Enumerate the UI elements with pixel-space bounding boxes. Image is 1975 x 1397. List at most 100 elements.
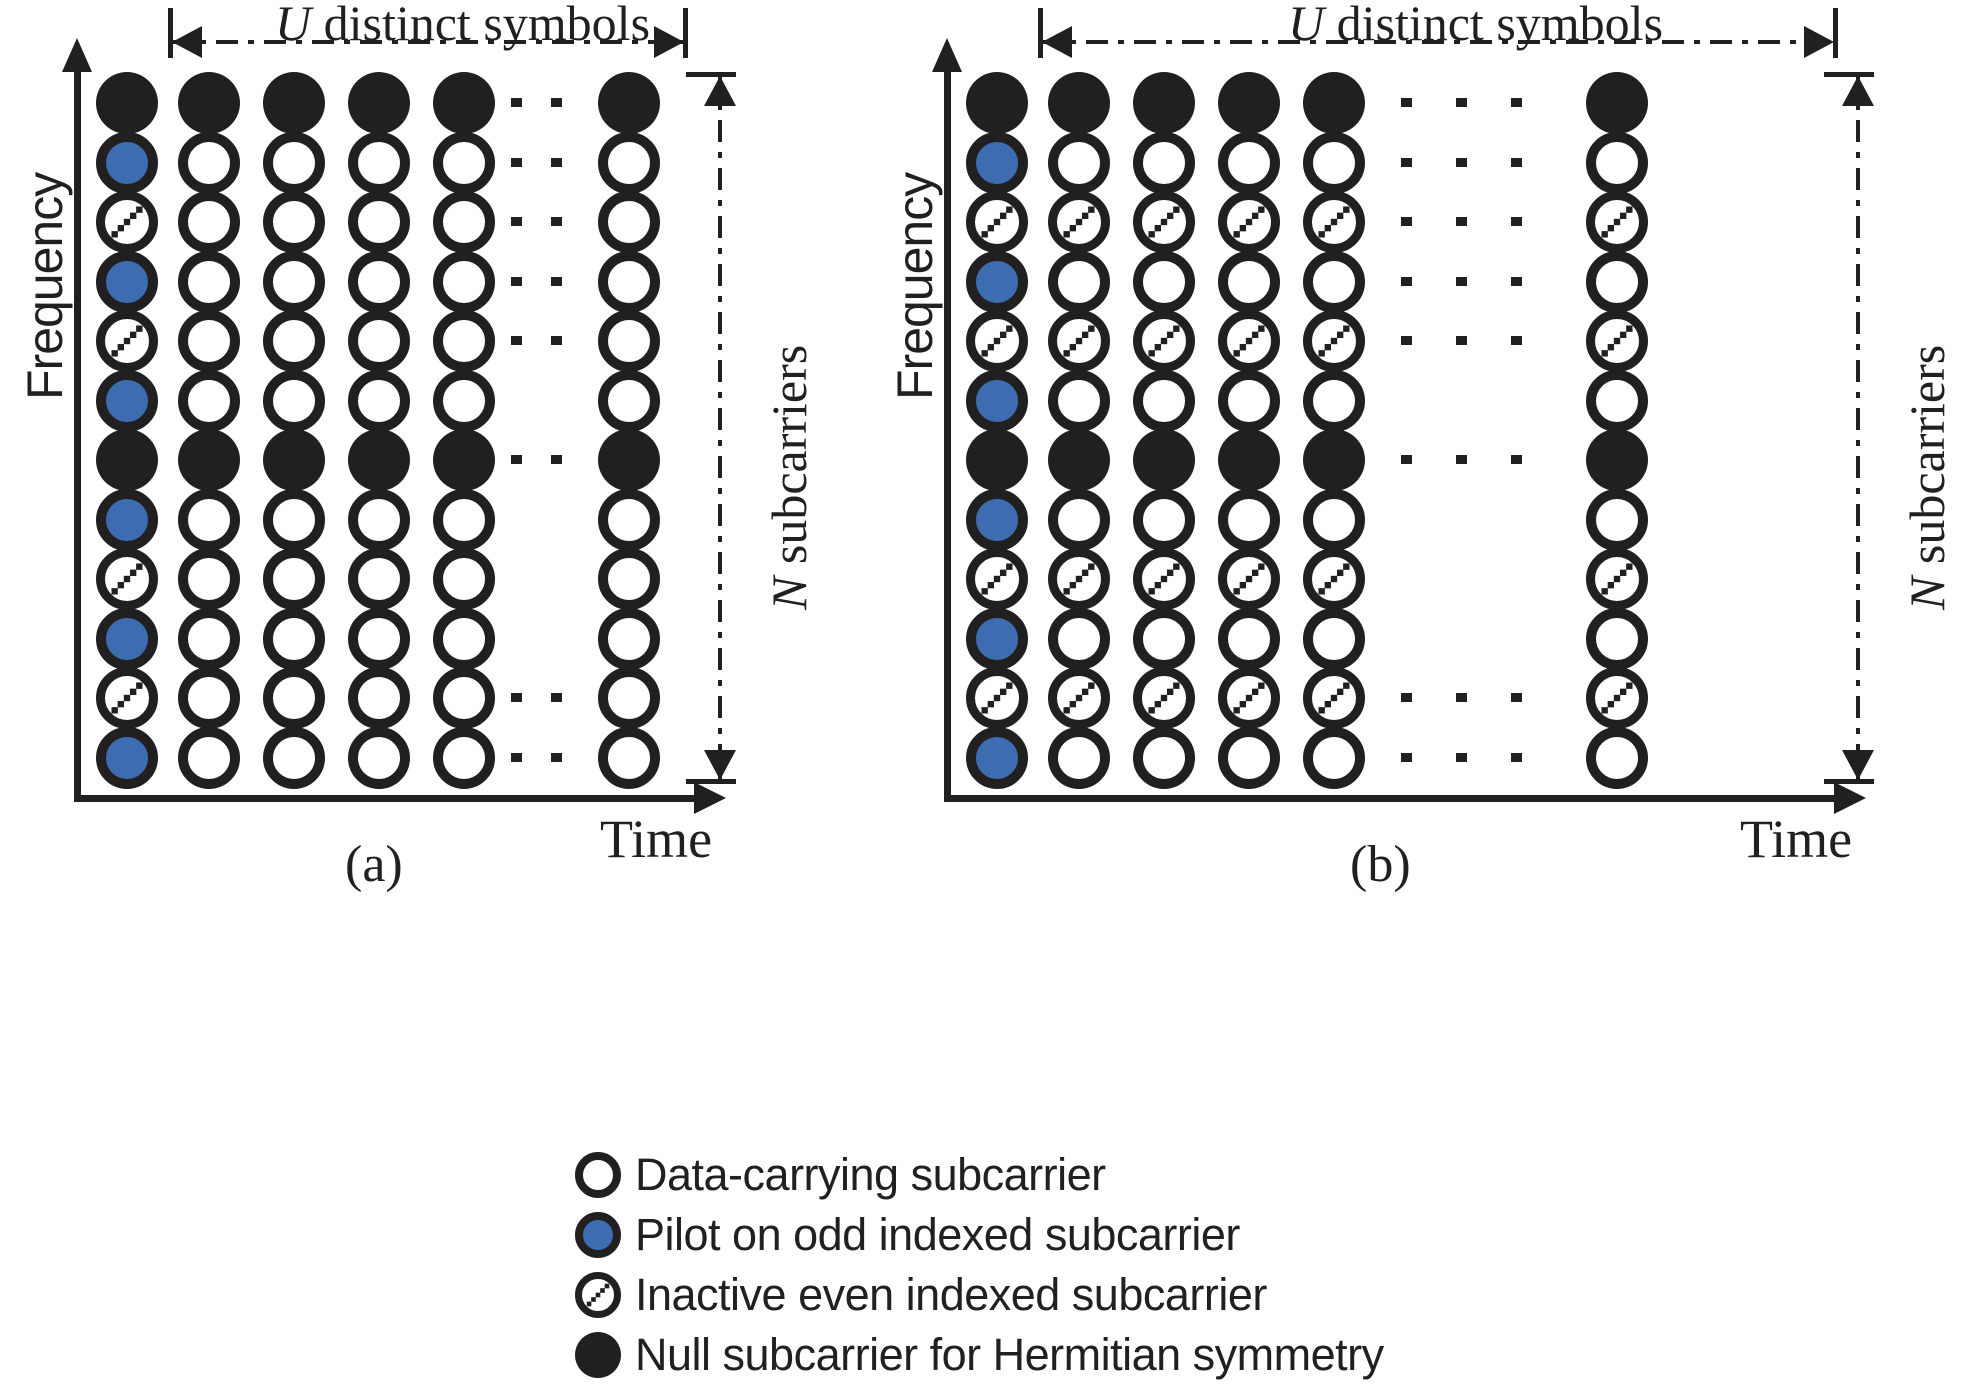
frequency-axis-a — [62, 38, 92, 800]
subcarrier-cell-data — [1133, 132, 1195, 194]
null-subcarrier-icon — [966, 429, 1028, 491]
inactive-subcarrier-icon — [966, 548, 1028, 610]
subcarrier-cell-data — [598, 667, 660, 729]
subcarrier-cell-null — [178, 429, 240, 491]
legend-item: Pilot on odd indexed subcarrier — [575, 1205, 1675, 1265]
inactive-subcarrier-icon — [1586, 191, 1648, 253]
data-subcarrier-icon — [598, 251, 660, 313]
legend-symbol-wrap — [575, 1212, 621, 1258]
subcarrier-cell-pilot — [966, 370, 1028, 432]
inactive-subcarrier-icon — [966, 667, 1028, 729]
data-subcarrier-icon — [1218, 727, 1280, 789]
subcarrier-cell-data — [263, 667, 325, 729]
measure-arrow-top — [704, 76, 736, 106]
u-symbols-measure-b — [1038, 8, 1838, 62]
subcarrier-cell-inactive — [1303, 548, 1365, 610]
subcarrier-cell-data — [1133, 251, 1195, 313]
legend-label: Null subcarrier for Hermitian symmetry — [635, 1329, 1384, 1380]
inactive-subcarrier-icon — [1303, 191, 1365, 253]
subcarrier-cell-inactive — [1048, 548, 1110, 610]
subcarrier-cell-data — [1218, 489, 1280, 551]
inactive-subcarrier-icon — [96, 310, 158, 372]
measure-arrow-left — [1042, 26, 1072, 58]
data-subcarrier-icon — [178, 667, 240, 729]
subcarrier-cell-inactive — [96, 548, 158, 610]
ellipsis-dot — [1456, 277, 1467, 286]
inactive-subcarrier-icon — [1586, 310, 1648, 372]
null-subcarrier-icon — [433, 429, 495, 491]
subcarrier-cell-inactive — [966, 667, 1028, 729]
data-subcarrier-icon — [348, 310, 410, 372]
pilot-subcarrier-icon — [966, 370, 1028, 432]
null-subcarrier-icon — [1303, 72, 1365, 134]
measure-cap-left — [168, 8, 173, 58]
data-subcarrier-icon — [598, 191, 660, 253]
subcarrier-cell-null — [598, 429, 660, 491]
inactive-subcarrier-icon — [1133, 667, 1195, 729]
legend-symbol-wrap — [575, 1152, 621, 1198]
measure-cap-bottom — [1824, 779, 1874, 784]
null-subcarrier-icon — [1133, 429, 1195, 491]
subcarrier-cell-null — [1218, 72, 1280, 134]
subcarrier-cell-data — [1586, 251, 1648, 313]
subcarrier-cell-data — [348, 191, 410, 253]
u-symbols-label-b: U distinct symbols — [1288, 0, 1663, 52]
data-subcarrier-icon — [598, 727, 660, 789]
data-subcarrier-icon — [178, 608, 240, 670]
data-subcarrier-icon — [1133, 727, 1195, 789]
pilot-subcarrier-icon — [96, 489, 158, 551]
ellipsis-dot — [551, 98, 562, 107]
pilot-subcarrier-icon — [966, 132, 1028, 194]
subcarrier-cell-data — [178, 489, 240, 551]
data-subcarrier-icon — [178, 251, 240, 313]
legend-item: Null subcarrier for Hermitian symmetry — [575, 1325, 1675, 1385]
ellipsis-dot — [551, 277, 562, 286]
inactive-subcarrier-icon — [1048, 548, 1110, 610]
data-subcarrier-icon — [178, 310, 240, 372]
n-subcarriers-measure-b — [1824, 72, 1878, 784]
pilot-subcarrier-icon — [96, 132, 158, 194]
inactive-subcarrier-icon — [966, 310, 1028, 372]
legend-symbol-wrap — [575, 1332, 621, 1378]
subcarrier-cell-data — [1048, 132, 1110, 194]
subcarrier-cell-null — [1303, 429, 1365, 491]
n-symbol-text: subcarriers — [1899, 344, 1955, 577]
subcarrier-cell-pilot — [966, 489, 1028, 551]
inactive-subcarrier-icon — [1586, 548, 1648, 610]
null-subcarrier-icon — [1218, 429, 1280, 491]
data-subcarrier-icon — [1303, 370, 1365, 432]
measure-arrow-bottom — [1842, 750, 1874, 780]
data-subcarrier-icon — [178, 489, 240, 551]
subcarrier-cell-data — [1303, 727, 1365, 789]
subcarrier-cell-data — [433, 489, 495, 551]
subcarrier-cell-pilot — [96, 608, 158, 670]
subcarrier-cell-data — [433, 370, 495, 432]
legend-label: Data-carrying subcarrier — [635, 1149, 1106, 1200]
subcarrier-cell-data — [178, 370, 240, 432]
subcarrier-grid-b — [966, 72, 1836, 789]
subcarrier-cell-inactive — [1218, 310, 1280, 372]
data-subcarrier-icon — [1218, 251, 1280, 313]
measure-arrow-right — [654, 26, 684, 58]
subcarrier-cell-inactive — [1218, 667, 1280, 729]
inactive-subcarrier-icon — [1218, 310, 1280, 372]
inactive-subcarrier-icon — [96, 667, 158, 729]
ellipsis-dot — [511, 98, 522, 107]
subcarrier-cell-data — [1303, 608, 1365, 670]
subcarrier-cell-inactive — [1133, 310, 1195, 372]
data-subcarrier-icon — [263, 370, 325, 432]
data-subcarrier-icon — [1303, 132, 1365, 194]
subcarrier-cell-inactive — [96, 310, 158, 372]
measure-cap-top — [1824, 72, 1874, 77]
subfigure-caption-a: (a) — [345, 836, 403, 893]
null-subcarrier-icon — [598, 429, 660, 491]
ellipsis-dot — [1401, 98, 1412, 107]
frequency-axis-label-a: Frequency — [17, 172, 73, 400]
ellipsis-dot — [1456, 336, 1467, 345]
inactive-subcarrier-icon — [1133, 548, 1195, 610]
subcarrier-cell-data — [1303, 132, 1365, 194]
subcarrier-cell-data — [348, 548, 410, 610]
time-axis-a — [74, 782, 726, 814]
ellipsis-dot — [1511, 98, 1522, 107]
ellipsis-dot — [1511, 217, 1522, 226]
